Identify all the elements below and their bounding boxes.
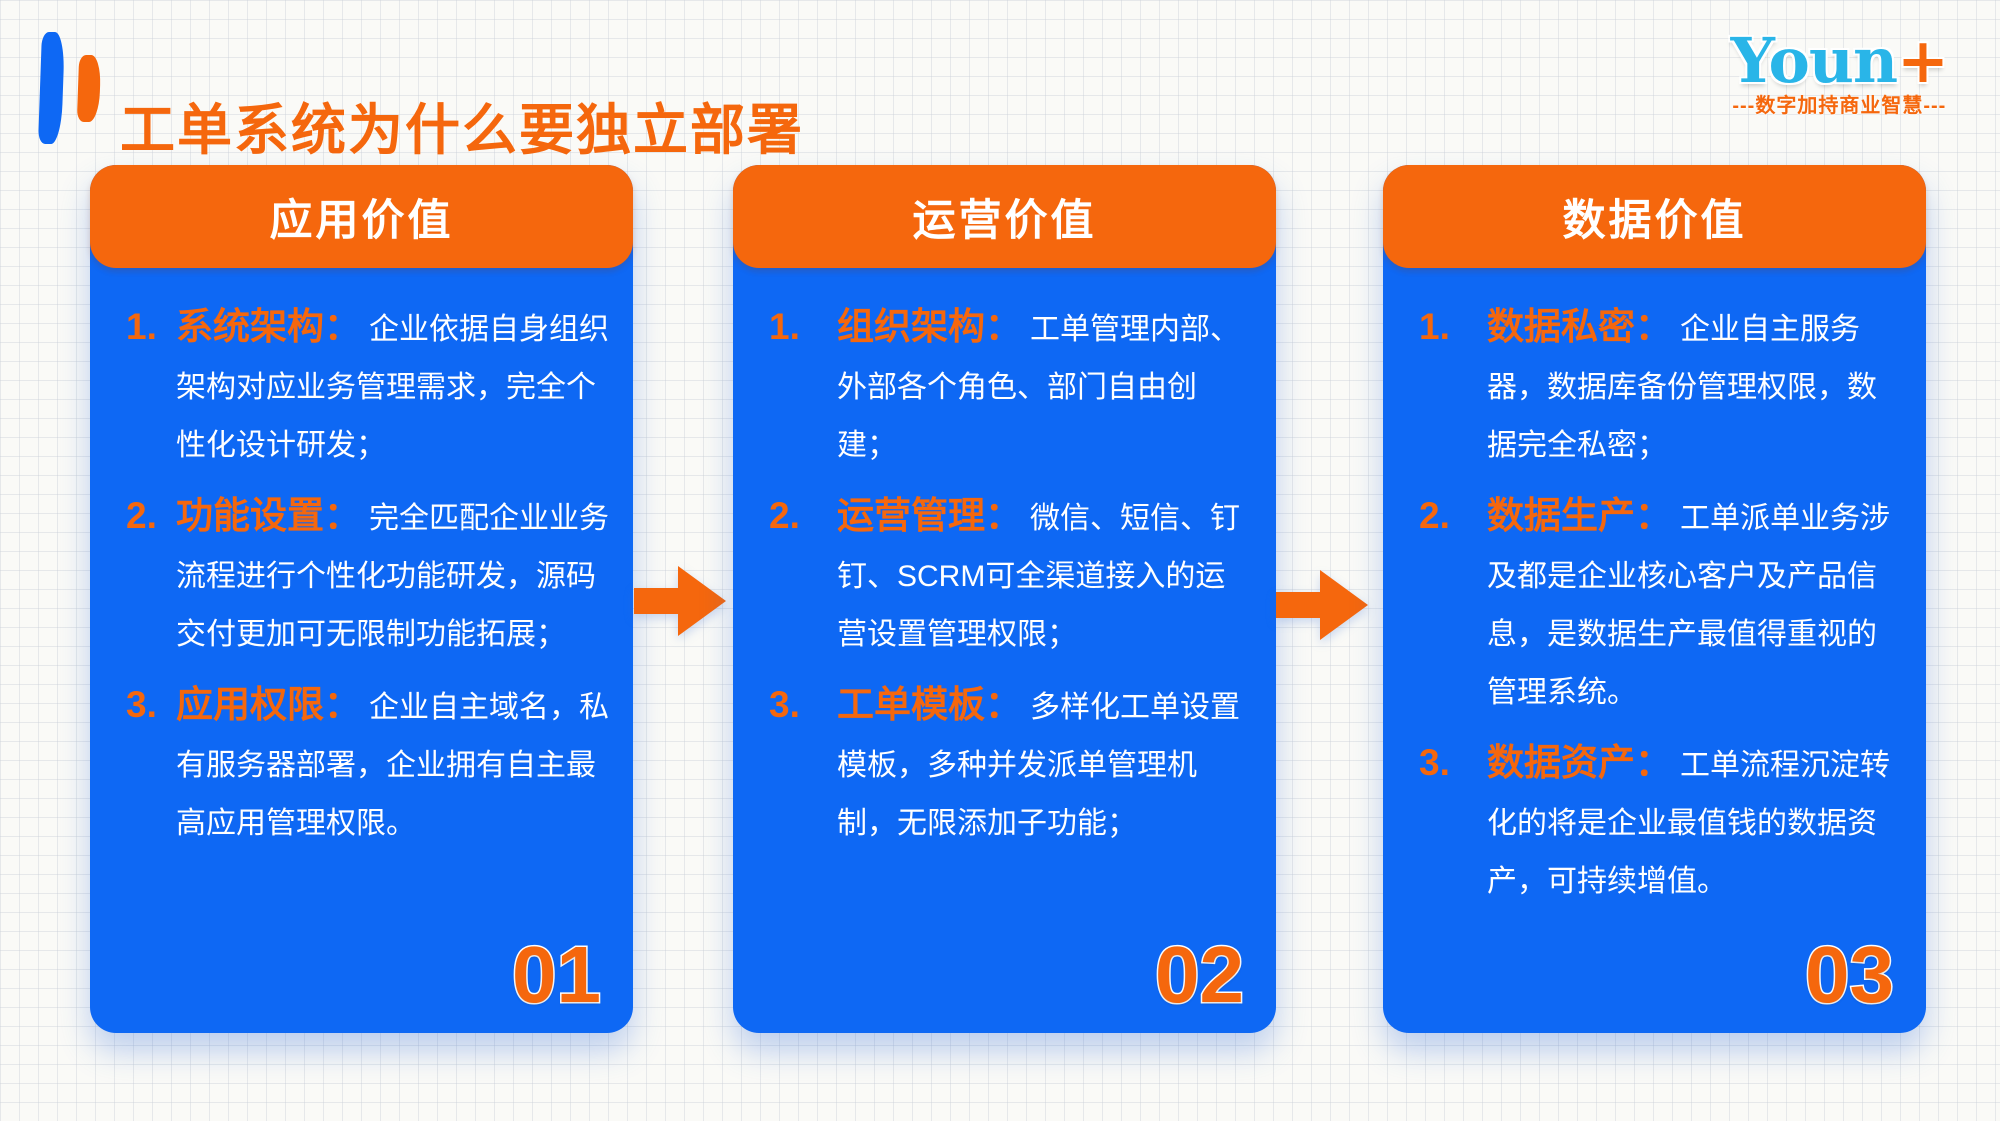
- card-body-data: 1. 数据私密：企业自主服务器，数据库备份管理权限，数据完全私密； 2. 数据生…: [1383, 268, 1926, 911]
- item-description: 企业自主域名，私有服务器部署，企业拥有自主最高应用管理权限。: [176, 691, 609, 840]
- item-number: 3.: [126, 684, 157, 725]
- item-label: 运营管理：: [837, 495, 1022, 536]
- item-text: 系统架构：企业依据自身组织架构对应业务管理需求，完全个性化设计研发；: [176, 298, 609, 475]
- item-description: 完全匹配企业业务流程进行个性化功能研发，源码交付更加可无限制功能拓展；: [176, 502, 609, 651]
- item-label: 应用权限：: [176, 684, 361, 725]
- brand-logo-wordmark: Youn+: [1731, 30, 1949, 92]
- item-description: 多样化工单设置模板，多种并发派单管理机制，无限添加子功能；: [837, 691, 1240, 840]
- item-number: 2.: [769, 495, 800, 536]
- item-description: 工单管理内部、外部各个角色、部门自由创建；: [837, 313, 1240, 462]
- plus-icon: +: [1897, 24, 1949, 97]
- list-item: 2. 运营管理：微信、短信、钉钉、SCRM可全渠道接入的运营设置管理权限；: [769, 487, 1252, 664]
- page-title: 工单系统为什么要独立部署: [120, 98, 805, 161]
- item-description: 企业依据自身组织架构对应业务管理需求，完全个性化设计研发；: [176, 313, 609, 462]
- item-number: 1.: [126, 306, 157, 347]
- item-label: 数据生产：: [1487, 495, 1672, 536]
- value-card-operation: 运营价值 1. 组织架构：工单管理内部、外部各个角色、部门自由创建； 2. 运营…: [733, 165, 1276, 1033]
- card-index-badge: 03: [1804, 929, 1896, 1021]
- item-number: 1.: [769, 306, 800, 347]
- title-accent-bar-orange: [76, 55, 102, 122]
- item-description: 微信、短信、钉钉、SCRM可全渠道接入的运营设置管理权限；: [837, 502, 1240, 651]
- value-card-application: 应用价值 1. 系统架构：企业依据自身组织架构对应业务管理需求，完全个性化设计研…: [90, 165, 633, 1033]
- arrow-right-icon: [634, 562, 726, 640]
- item-text: 运营管理：微信、短信、钉钉、SCRM可全渠道接入的运营设置管理权限；: [837, 487, 1252, 664]
- item-number: 1.: [1419, 306, 1450, 347]
- item-text: 组织架构：工单管理内部、外部各个角色、部门自由创建；: [837, 298, 1252, 475]
- arrow-right-icon: [1276, 566, 1368, 644]
- item-label: 工单模板：: [837, 684, 1022, 725]
- card-header-data: 数据价值: [1383, 165, 1926, 268]
- card-index-badge: 01: [511, 929, 603, 1021]
- list-item: 2. 数据生产：工单派单业务涉及都是企业核心客户及产品信息，是数据生产最值得重视…: [1419, 487, 1902, 722]
- list-item: 1. 组织架构：工单管理内部、外部各个角色、部门自由创建；: [769, 298, 1252, 475]
- list-item: 2. 功能设置：完全匹配企业业务流程进行个性化功能研发，源码交付更加可无限制功能…: [126, 487, 609, 664]
- list-item: 3. 数据资产：工单流程沉淀转化的将是企业最值钱的数据资产，可持续增值。: [1419, 734, 1902, 911]
- title-accent-bar-blue: [38, 32, 65, 144]
- list-item: 3. 应用权限：企业自主域名，私有服务器部署，企业拥有自主最高应用管理权限。: [126, 676, 609, 853]
- item-text: 数据私密：企业自主服务器，数据库备份管理权限，数据完全私密；: [1487, 298, 1902, 475]
- card-header-application: 应用价值: [90, 165, 633, 268]
- item-number: 2.: [126, 495, 157, 536]
- card-index-badge: 02: [1154, 929, 1246, 1021]
- brand-logo: Youn+ ---数字加持商业智慧---: [1731, 30, 1949, 117]
- item-text: 数据生产：工单派单业务涉及都是企业核心客户及产品信息，是数据生产最值得重视的管理…: [1487, 487, 1902, 722]
- list-item: 1. 数据私密：企业自主服务器，数据库备份管理权限，数据完全私密；: [1419, 298, 1902, 475]
- item-text: 应用权限：企业自主域名，私有服务器部署，企业拥有自主最高应用管理权限。: [176, 676, 609, 853]
- item-number: 3.: [1419, 742, 1450, 783]
- item-text: 数据资产：工单流程沉淀转化的将是企业最值钱的数据资产，可持续增值。: [1487, 734, 1902, 911]
- item-description: 企业自主服务器，数据库备份管理权限，数据完全私密；: [1487, 313, 1877, 462]
- value-card-data: 数据价值 1. 数据私密：企业自主服务器，数据库备份管理权限，数据完全私密； 2…: [1383, 165, 1926, 1033]
- item-label: 系统架构：: [176, 306, 361, 347]
- item-description: 工单流程沉淀转化的将是企业最值钱的数据资产，可持续增值。: [1487, 749, 1890, 898]
- item-number: 3.: [769, 684, 800, 725]
- card-header-operation: 运营价值: [733, 165, 1276, 268]
- card-body-operation: 1. 组织架构：工单管理内部、外部各个角色、部门自由创建； 2. 运营管理：微信…: [733, 268, 1276, 853]
- brand-logo-name: Youn: [1730, 24, 1898, 97]
- item-label: 组织架构：: [837, 306, 1022, 347]
- item-label: 功能设置：: [176, 495, 361, 536]
- item-text: 功能设置：完全匹配企业业务流程进行个性化功能研发，源码交付更加可无限制功能拓展；: [176, 487, 609, 664]
- brand-tagline: ---数字加持商业智慧---: [1732, 95, 1947, 117]
- item-number: 2.: [1419, 495, 1450, 536]
- item-text: 工单模板：多样化工单设置模板，多种并发派单管理机制，无限添加子功能；: [837, 676, 1252, 853]
- list-item: 3. 工单模板：多样化工单设置模板，多种并发派单管理机制，无限添加子功能；: [769, 676, 1252, 853]
- list-item: 1. 系统架构：企业依据自身组织架构对应业务管理需求，完全个性化设计研发；: [126, 298, 609, 475]
- item-label: 数据私密：: [1487, 306, 1672, 347]
- card-body-application: 1. 系统架构：企业依据自身组织架构对应业务管理需求，完全个性化设计研发； 2.…: [90, 268, 633, 853]
- item-label: 数据资产：: [1487, 742, 1672, 783]
- item-description: 工单派单业务涉及都是企业核心客户及产品信息，是数据生产最值得重视的管理系统。: [1487, 502, 1890, 709]
